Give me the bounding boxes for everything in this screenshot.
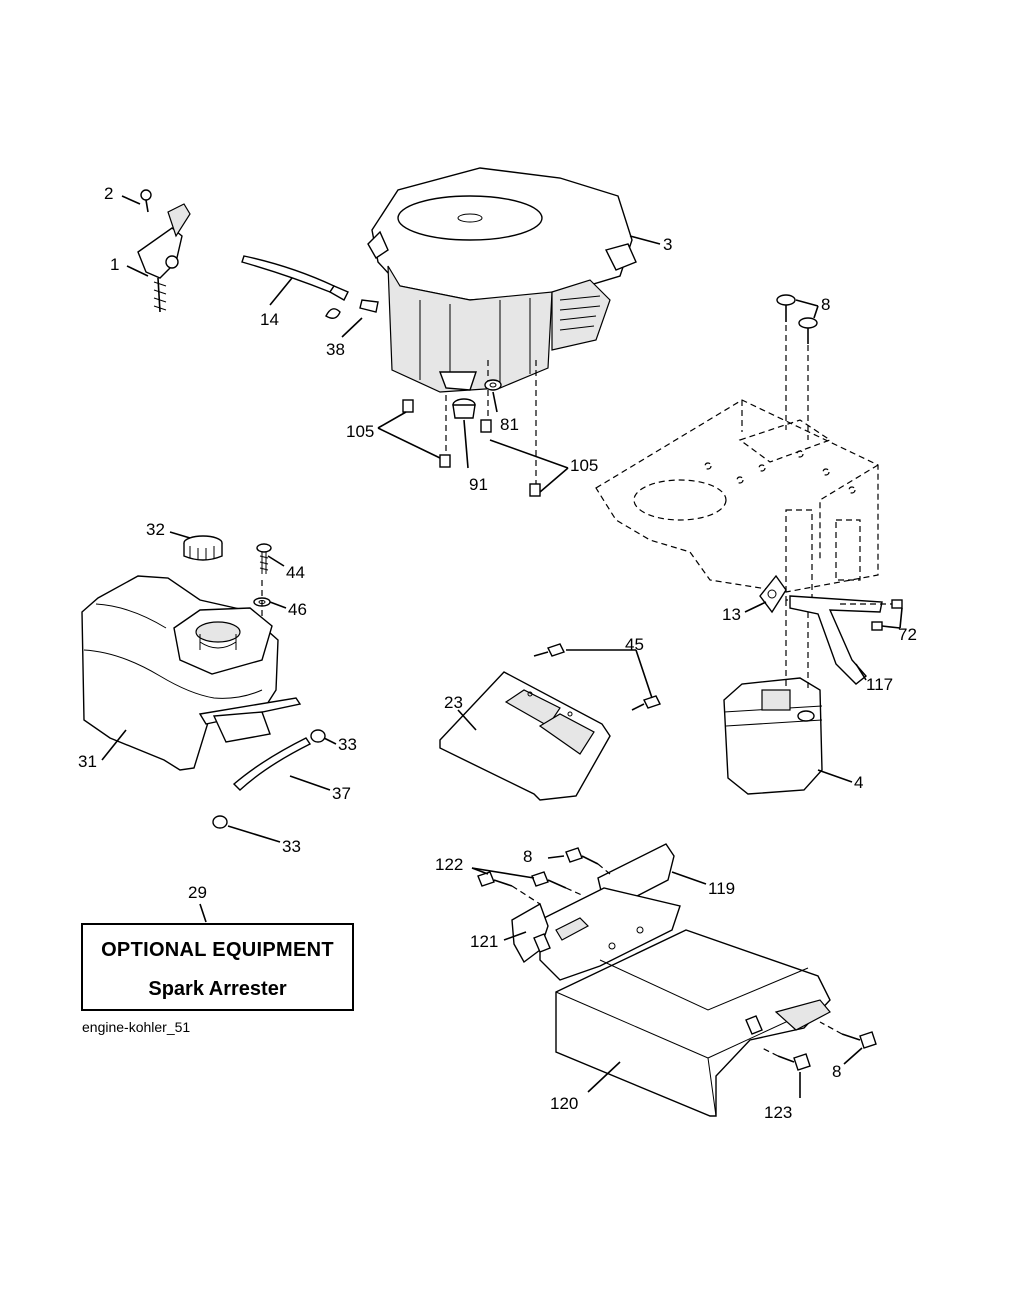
callout-2: 2 [104,184,113,203]
exhaust-pipe-part [789,595,883,685]
bracket-121-part [511,902,589,964]
callout-33-bottom: 33 [282,837,301,856]
fuel-tank-part [81,575,302,771]
bolt-8-frame-part [776,294,818,344]
callout-3: 3 [663,235,672,254]
fuel-line-part [241,255,379,319]
bracket-119-part [539,843,681,981]
callout-117: 117 [866,675,893,694]
callout-32: 32 [146,520,165,539]
callout-119: 119 [708,879,735,898]
callout-31: 31 [78,752,97,771]
callout-8-bracket-bottom: 8 [832,1062,841,1081]
callout-46: 46 [288,600,307,619]
callout-121: 121 [470,932,498,951]
callout-105-right: 105 [570,456,598,475]
callout-81: 81 [500,415,519,434]
callout-44: 44 [286,563,305,582]
callout-37: 37 [332,784,351,803]
callout-45: 45 [625,635,644,654]
callout-72: 72 [898,625,917,644]
hose-clamp-33-part [212,729,326,829]
bolt-122-part [477,871,567,889]
callout-23: 23 [444,693,463,712]
washer-81-part [484,379,502,391]
gasket-13-part [759,574,787,614]
callout-1: 1 [110,255,119,274]
callout-8-bracket-top: 8 [523,847,532,866]
callout-38: 38 [326,340,345,359]
callout-4: 4 [854,773,863,792]
heat-shield-part [439,671,611,801]
fuel-hose-part [232,737,312,791]
spark-arrester-tray-120 [555,929,831,1117]
callout-91: 91 [469,475,488,494]
fuel-cap-part [183,535,223,561]
callout-122: 122 [435,855,463,874]
callout-14: 14 [260,310,279,329]
bushing-91-part [452,398,476,419]
bolt-105-part [402,399,541,497]
bolt-123-part [777,1053,811,1071]
callout-8-frame: 8 [821,295,830,314]
tractor-frame-outline [595,399,879,601]
figure-id-label: engine-kohler_51 [82,1019,191,1035]
callout-33-top: 33 [338,735,357,754]
callout-120: 120 [550,1094,578,1113]
optional-equipment-box: OPTIONAL EQUIPMENT Spark Arrester [81,923,354,1011]
bolt-8-bracket-part [565,847,877,1049]
callout-105-left: 105 [346,422,374,441]
muffler-part [723,677,823,795]
callout-123: 123 [764,1103,792,1122]
optional-equipment-title: OPTIONAL EQUIPMENT [101,939,334,961]
callout-13: 13 [722,605,741,624]
callout-29: 29 [188,883,207,902]
bolt-44-part [256,543,272,574]
throttle-control-part [137,189,191,313]
spark-arrester-label: Spark Arrester [148,978,287,1000]
engine-part [367,167,637,393]
